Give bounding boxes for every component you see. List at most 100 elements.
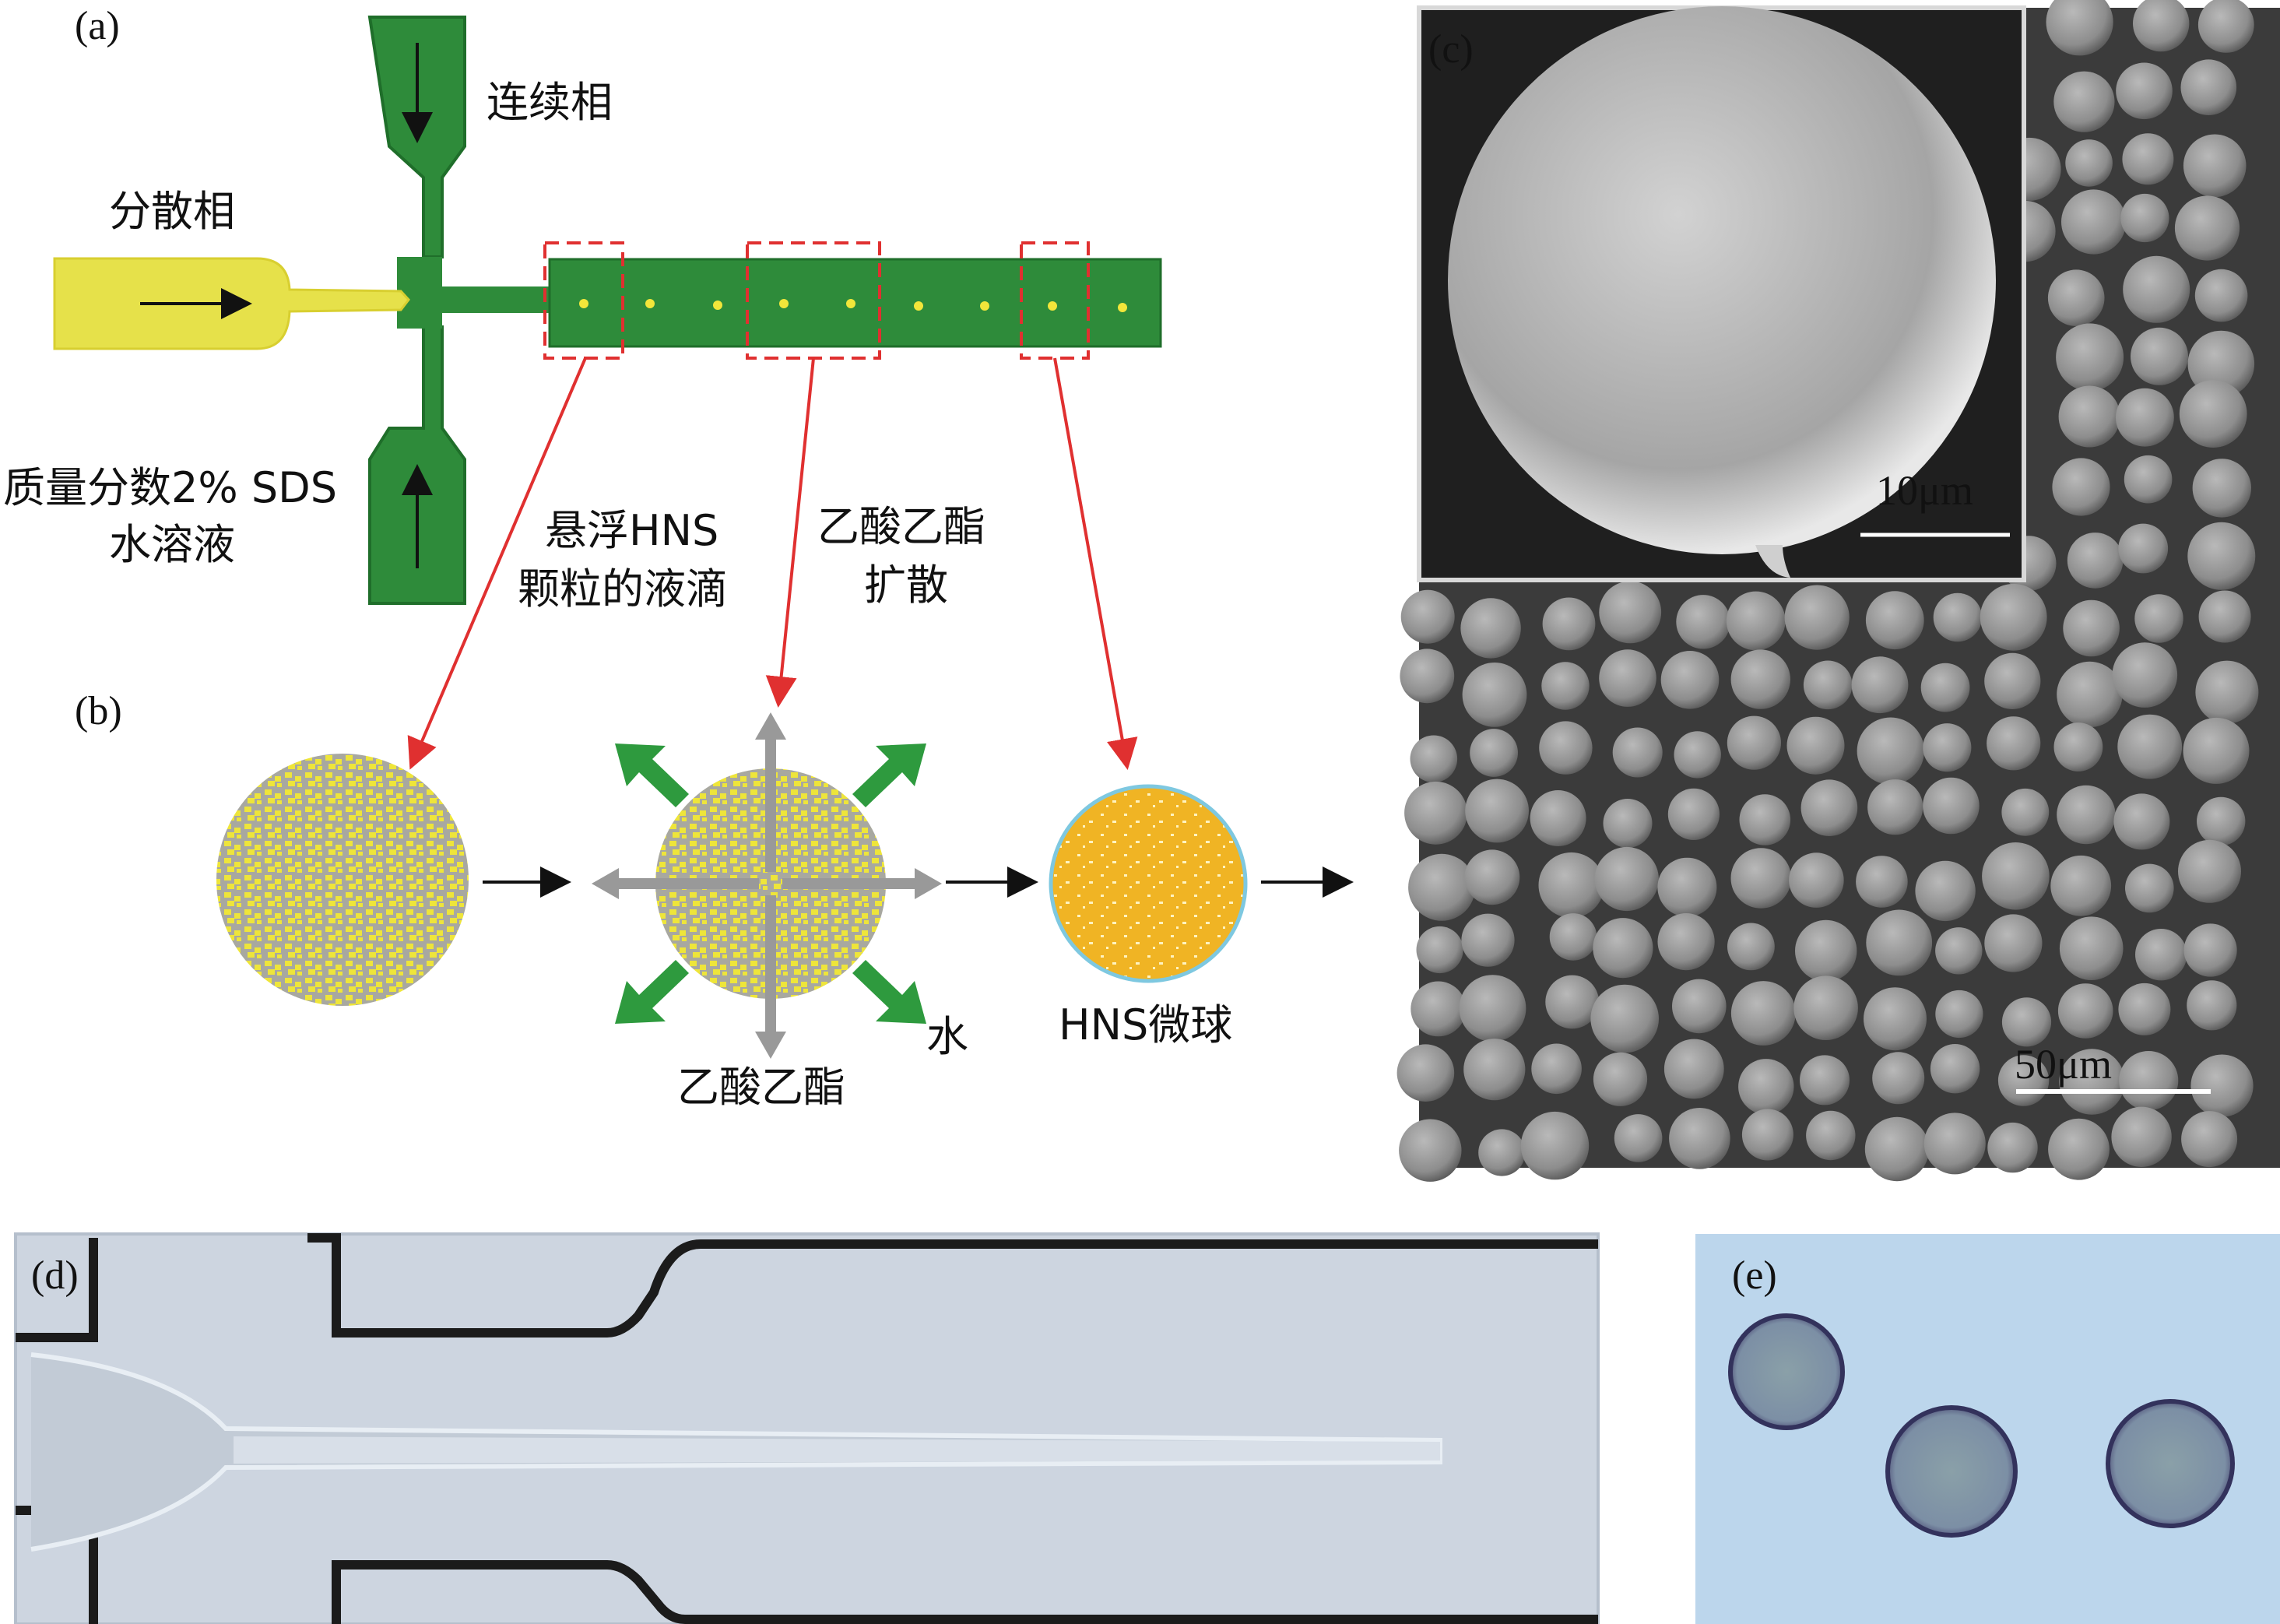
sem-sphere <box>2111 1106 2172 1168</box>
droplet <box>914 301 923 311</box>
sem-sphere <box>1982 842 2050 910</box>
sem-sphere <box>1657 857 1717 917</box>
sem-sphere <box>2057 661 2123 728</box>
sem-sphere <box>2065 139 2113 187</box>
sem-sphere <box>1460 598 1521 659</box>
sem-sphere <box>2192 459 2251 518</box>
sem-sphere <box>2197 0 2254 53</box>
sem-sphere <box>1464 849 1520 905</box>
outward-arrow-heads <box>592 712 942 1059</box>
sem-sphere <box>1470 729 1518 777</box>
sem-sphere <box>1935 927 1983 975</box>
sem-sphere <box>2118 982 2171 1035</box>
droplet <box>579 299 588 308</box>
sem-sphere <box>2187 330 2255 398</box>
sem-sphere <box>1593 1052 1648 1106</box>
sem-sphere <box>1478 1129 1526 1176</box>
panel-label-b: (b) <box>75 689 122 733</box>
main-scale-label: 50μm <box>2015 1041 2112 1088</box>
label-sds-line2: 水溶液 <box>109 520 235 569</box>
sem-sphere <box>1399 1119 1462 1182</box>
label-diffusion-line2: 扩散 <box>864 561 948 610</box>
sem-sphere <box>1599 581 1662 644</box>
sem-sphere <box>2197 796 2246 846</box>
sem-sphere <box>1786 716 1845 775</box>
sem-sphere <box>2057 785 2116 845</box>
sem-sphere <box>2198 590 2251 643</box>
sem-sphere <box>1867 779 1923 835</box>
panel-label-c: (c) <box>1428 27 1474 72</box>
sem-sphere <box>2047 269 2105 327</box>
microfluidic-chip <box>53 16 1162 770</box>
sem-sphere-field <box>1396 0 2259 1182</box>
sem-sphere <box>2113 793 2170 850</box>
green-arrow-icon <box>852 743 926 807</box>
sem-sphere <box>1396 1044 1455 1102</box>
sem-sphere <box>1930 1044 1980 1094</box>
sem-sphere <box>1660 651 1720 709</box>
observed-droplet <box>1728 1313 1845 1430</box>
sem-sphere <box>1795 919 1857 982</box>
sem-sphere <box>2116 62 2173 120</box>
sem-sphere <box>1789 852 1844 908</box>
sem-sphere <box>2001 997 2052 1047</box>
outward-arrows <box>615 736 919 1035</box>
sem-sphere <box>1800 779 1858 836</box>
sem-sphere <box>2061 189 2127 255</box>
sem-sphere <box>1727 715 1781 770</box>
sem-sphere <box>2181 1111 2238 1168</box>
sem-sphere <box>1865 591 1924 650</box>
sem-sphere <box>1416 926 1463 974</box>
sem-sphere <box>1614 1114 1663 1162</box>
sem-sphere <box>2050 855 2112 916</box>
sem-sphere <box>1541 662 1590 710</box>
droplets-in-channel <box>579 299 1127 312</box>
sem-sphere <box>2123 255 2190 323</box>
sem-sphere <box>1531 1043 1582 1095</box>
sem-sphere <box>1520 1111 1590 1180</box>
droplet <box>1048 301 1057 311</box>
connector-line-1 <box>407 357 587 770</box>
label-continuous-phase: 连续相 <box>487 78 613 127</box>
sem-sphere <box>1866 909 1933 976</box>
panel-label-a: (a) <box>75 4 120 48</box>
sem-sphere <box>2052 458 2110 516</box>
panel-label-d: (d) <box>31 1253 79 1298</box>
sem-sphere <box>2183 923 2237 977</box>
sem-sphere <box>2063 599 2120 657</box>
sem-sphere <box>1669 1108 1730 1169</box>
sem-sphere <box>1923 723 1972 772</box>
label-droplet-line2: 颗粒的液滴 <box>518 564 728 613</box>
droplet <box>713 301 722 310</box>
sem-sphere <box>1539 721 1593 775</box>
sem-sphere <box>1864 1116 1930 1182</box>
sem-sphere <box>2046 0 2113 56</box>
sem-sphere <box>1730 649 1790 709</box>
sem-sphere <box>1738 1059 1794 1115</box>
sem-sphere <box>2131 327 2188 385</box>
sem-sphere <box>2057 983 2113 1039</box>
sem-sphere <box>1676 595 1730 649</box>
sem-sphere <box>2059 1049 2125 1115</box>
highlight-box-3 <box>1020 241 1090 360</box>
neck-channel <box>436 286 553 313</box>
sem-sphere <box>1984 652 2041 710</box>
droplet <box>980 301 989 311</box>
sem-large-sphere <box>1448 6 1996 554</box>
sem-sphere <box>2117 714 2183 779</box>
green-arrow-icon <box>615 743 689 807</box>
label-diffusion-line1: 乙酸乙酯 <box>817 502 985 551</box>
sem-sphere <box>2174 195 2240 261</box>
label-ethyl-acetate: 乙酸乙酯 <box>677 1063 845 1112</box>
sem-sphere <box>1980 583 2047 651</box>
sem-sphere <box>2183 134 2247 198</box>
sem-image: 10μm 50μm <box>1396 0 2280 1182</box>
sem-sphere <box>1872 1052 1925 1105</box>
sem-sphere <box>2179 380 2247 448</box>
droplet <box>846 299 855 308</box>
sem-sphere <box>2059 916 2124 980</box>
label-dispersed-phase: 分散相 <box>109 187 235 236</box>
sem-sphere <box>1590 984 1659 1053</box>
label-hns-microsphere: HNS微球 <box>1059 1000 1232 1049</box>
